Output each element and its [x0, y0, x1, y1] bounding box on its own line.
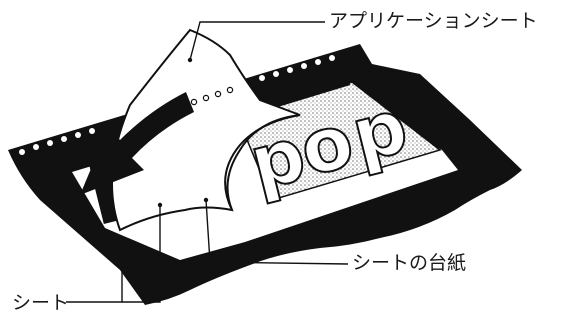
leader-sheet-mount: [205, 199, 349, 265]
peel-arrow-icon: [80, 92, 194, 195]
sticker-letters-outlined: p o p: [241, 82, 417, 208]
callout-lines: [66, 21, 349, 303]
perforation-holes: [19, 55, 335, 155]
label-sheet: シート: [12, 292, 70, 314]
leader-sheet-2: [122, 205, 161, 303]
application-sheet-holes: [178, 86, 234, 110]
label-sheet-mount: シートの台紙: [352, 252, 467, 274]
label-application-sheet: アプリケーションシート: [329, 10, 538, 32]
application-sheet-shape: [111, 28, 301, 232]
callout-dots: [119, 57, 209, 243]
leader-application-sheet: [189, 21, 325, 61]
application-sheet-curl: [224, 114, 301, 211]
sticker-letter-p2: p: [344, 83, 416, 179]
